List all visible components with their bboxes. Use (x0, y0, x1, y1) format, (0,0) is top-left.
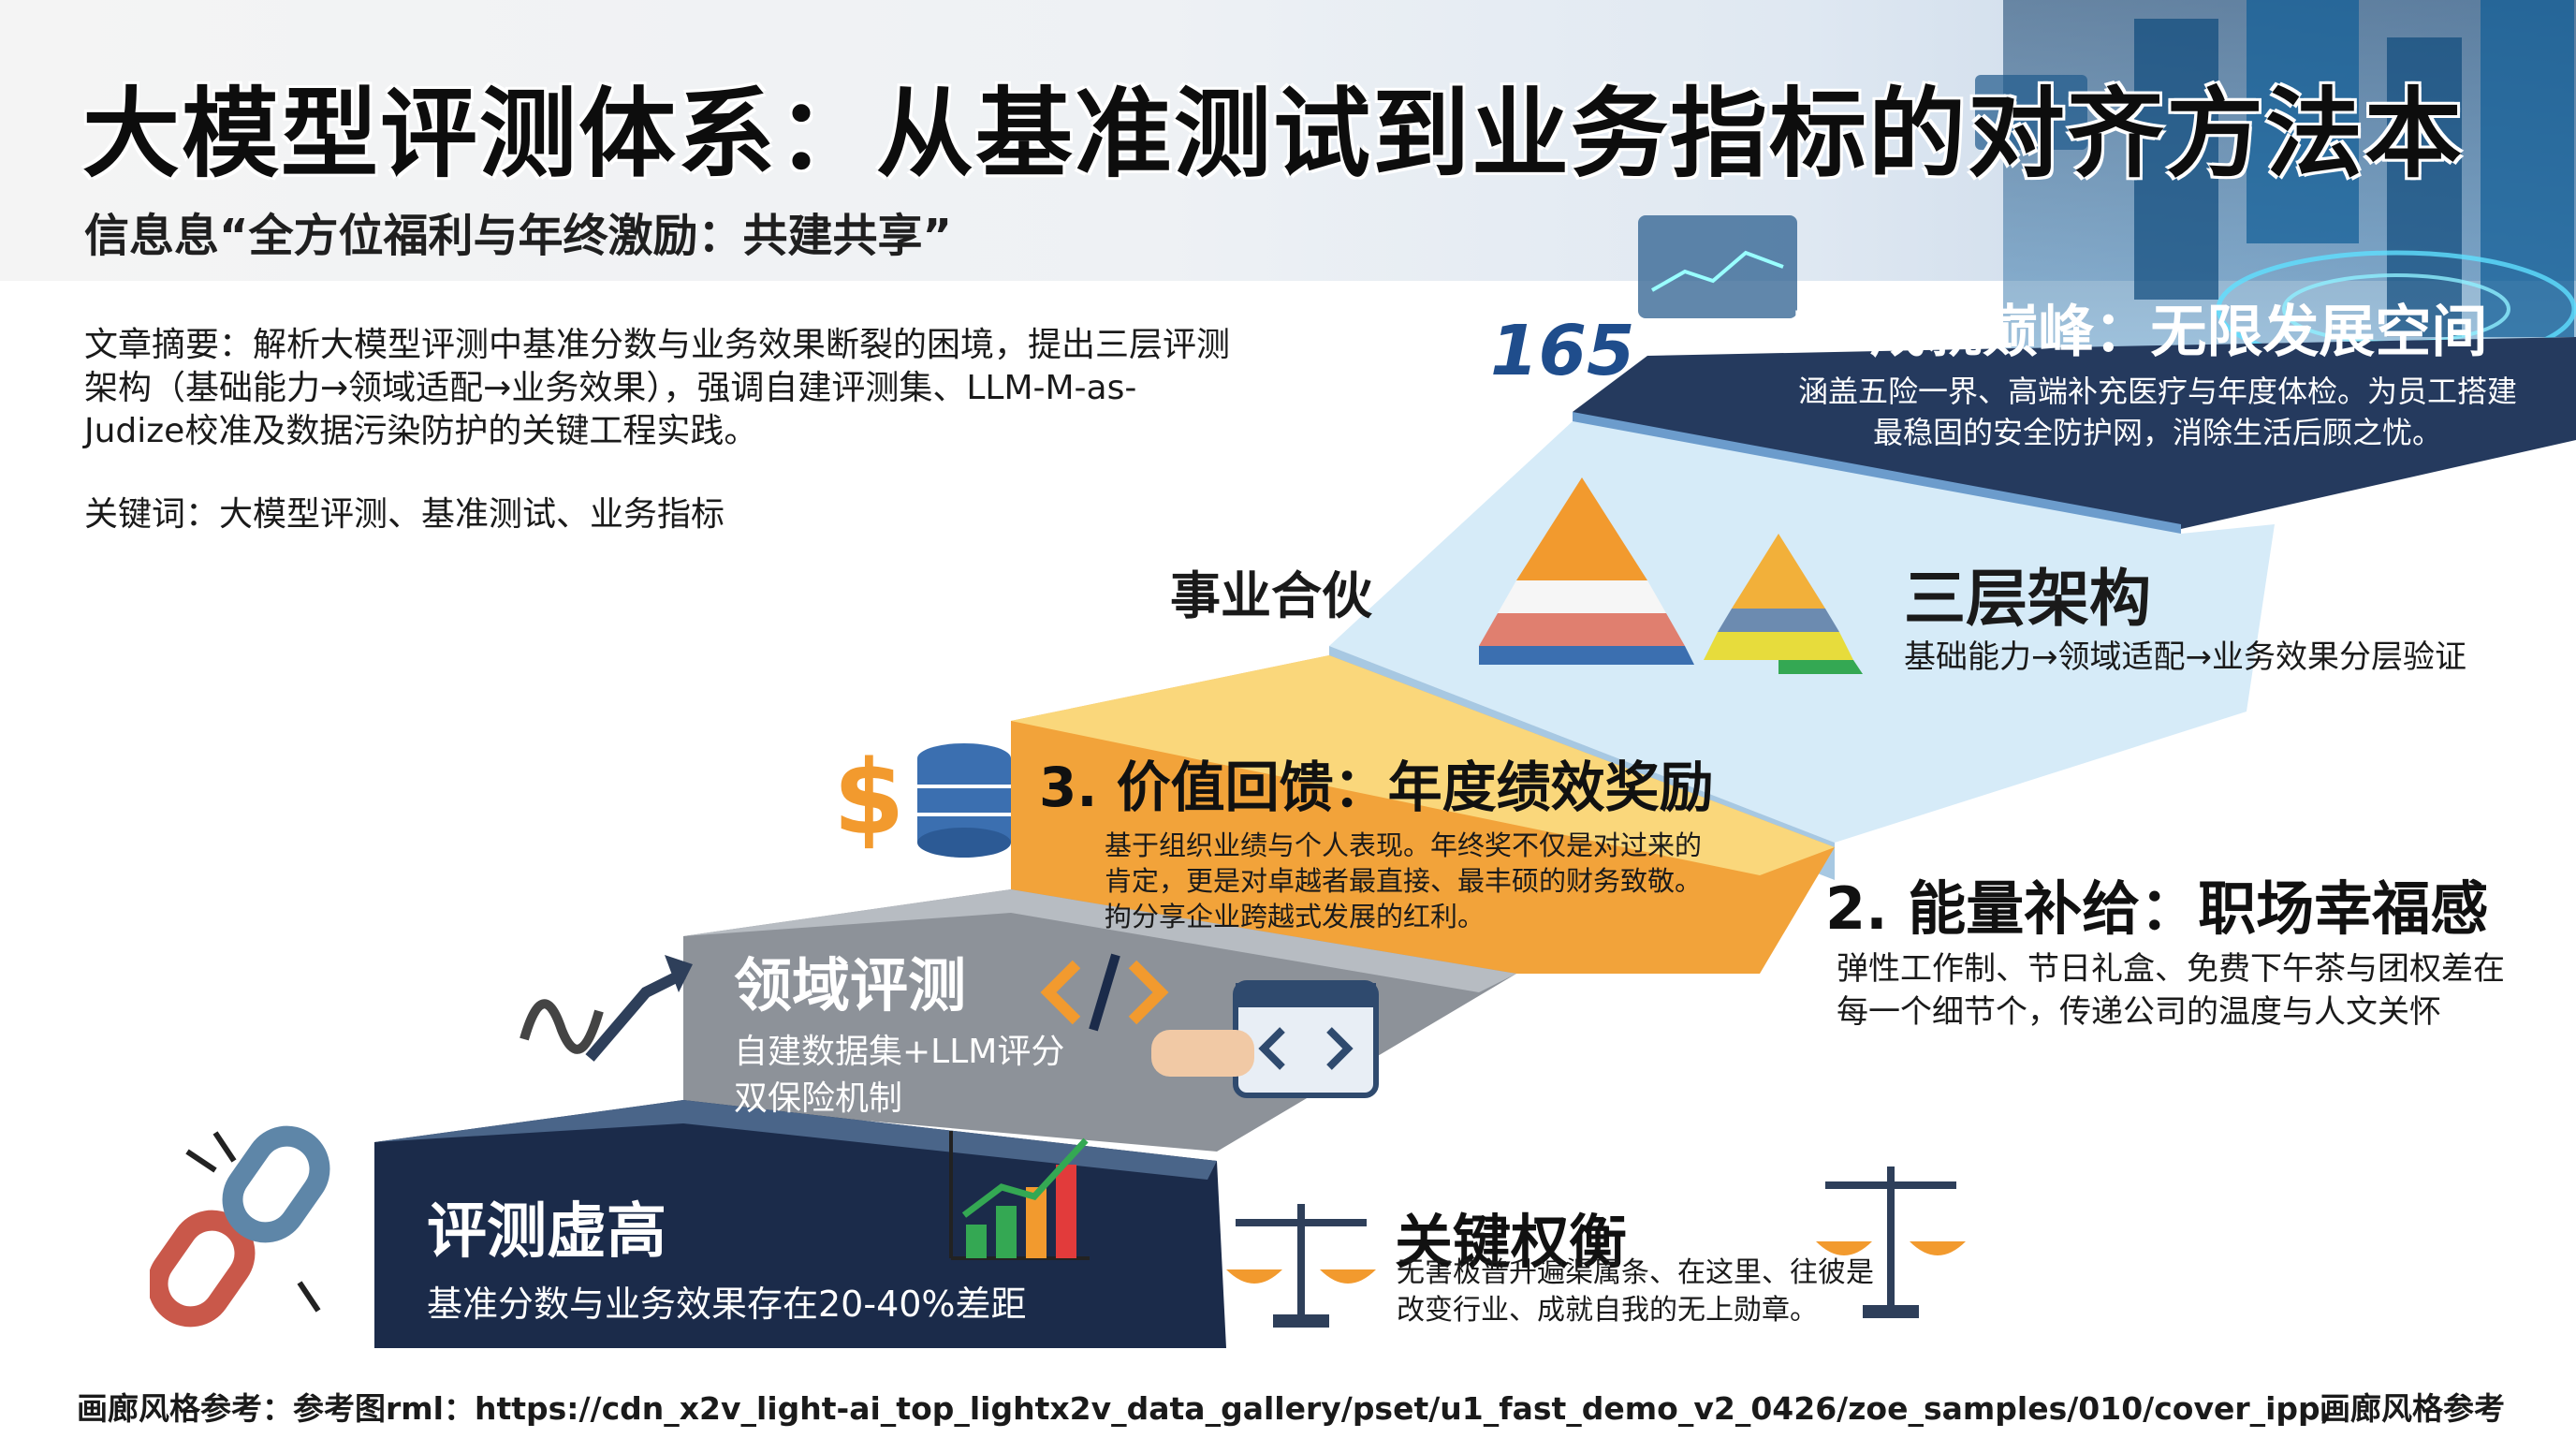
dollar-icon: $ (833, 740, 1011, 858)
step-1-block (374, 1100, 1226, 1348)
article-summary: 文章摘要：解析大模型评测中基准分数与业务效果断裂的困境，提出三层评测架构（基础能… (84, 326, 1231, 450)
footer-reference-right: 画廊风格参考 (2320, 1390, 2505, 1427)
energy-desc: 弹性工作制、节日礼盒、免费下午茶与团权差在每一个细节个，传递公司的温度与人文关怀 (1837, 950, 2505, 1031)
code-icon (1040, 953, 1169, 1032)
bar-chart-icon (949, 1131, 1090, 1260)
balance-desc: 无害极普升遍渠属条、在这里、往彼是改变行业、成就自我的无上勋章。 (1397, 1256, 1874, 1327)
broken-chain-icon (150, 1125, 330, 1328)
step-4-desc: 基础能力→领域适配→业务效果分层验证 (1904, 638, 2466, 676)
step-5-badge: 165 (1490, 311, 1635, 391)
step-2-desc-line2: 双保险机制 (734, 1079, 903, 1118)
page-subtitle: 信息息“全方位福利与年终激励：共建共享” (84, 210, 953, 262)
step-2-title: 领域评测 (734, 951, 967, 1020)
step-1-title: 评测虚高 (427, 1197, 666, 1267)
step-5-desc: 涵盖五险一界、高端补充医疗与年度体检。为员工搭建最稳固的安全防护网，消除生活后顾… (1797, 374, 2517, 450)
trend-arrow-icon (520, 955, 693, 1062)
database-icon (917, 743, 1011, 858)
pyramid-icon (1479, 477, 1863, 674)
step-5-title: 5. 成就巅峰：无限发展空间 (1790, 300, 2488, 365)
step-1-desc: 基准分数与业务效果存在20-40%差距 (427, 1284, 1027, 1325)
step-3-desc: 基于组织业绩与个人表现。年终奖不仅是对过来的肯定，更是对卓越者最直接、最丰硕的财… (1105, 829, 1703, 932)
step-2-desc-line1: 自建数据集+LLM评分 (734, 1033, 1065, 1071)
balance-title: 关键权衡 (1395, 1208, 1628, 1276)
step-4-left-label: 事业合伙 (1170, 566, 1372, 625)
page-title: 大模型评测体系：从基准测试到业务指标的对齐方法本 (82, 77, 2465, 191)
tech-city-illustration (1638, 0, 2576, 440)
balance-scale-icon-right (1816, 1167, 1966, 1318)
energy-title: 2. 能量补给：职场幸福感 (1825, 874, 2489, 943)
step-4-title: 三层架构 (1904, 563, 2151, 635)
svg-text:$: $ (833, 740, 905, 858)
keywords: 关键词：大模型评测、基准测试、业务指标 (84, 495, 725, 534)
balance-scale-icon (1226, 1204, 1376, 1328)
laptop-icon (1151, 980, 1379, 1098)
footer-reference: 画廊风格参考：参考图rml：https://cdn_x2v_light-ai_t… (77, 1390, 2333, 1427)
step-5-block (1573, 337, 2576, 529)
step-3-title: 3. 价值回馈：年度绩效奖励 (1039, 756, 1714, 819)
